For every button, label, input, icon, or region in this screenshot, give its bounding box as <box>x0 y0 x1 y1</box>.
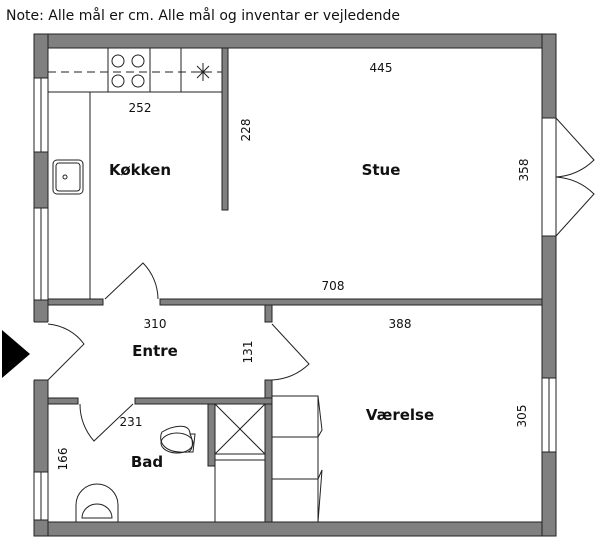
room-label-bath: Bad <box>131 453 163 471</box>
balcony-door <box>541 117 595 237</box>
dim-total-width: 708 <box>322 279 345 293</box>
room-label-living: Stue <box>362 161 401 179</box>
kitchen-counter <box>48 48 222 299</box>
dim-living-width: 445 <box>370 61 393 75</box>
dim-entry-depth: 131 <box>241 341 255 364</box>
stove-icon <box>111 54 145 88</box>
dim-bath-width: 231 <box>120 415 143 429</box>
washbasin-icon <box>75 483 119 522</box>
interior-walls <box>47 47 543 523</box>
room-label-bedroom: Værelse <box>366 406 434 424</box>
dim-living-depth: 358 <box>517 159 531 182</box>
fridge-light-icon <box>194 63 212 81</box>
dim-entry-width: 310 <box>144 317 167 331</box>
wardrobe <box>271 395 323 523</box>
sink-icon <box>52 159 84 195</box>
outer-walls <box>33 33 557 537</box>
bath-fixtures <box>75 403 266 522</box>
entrance-arrow-icon <box>2 330 30 378</box>
dim-bath-depth: 166 <box>56 448 70 471</box>
toilet-icon <box>160 425 196 453</box>
dim-bedroom-depth: 305 <box>515 405 529 428</box>
room-label-kitchen: Køkken <box>109 161 171 179</box>
windows <box>33 77 557 521</box>
dim-kitchen-depth: 228 <box>239 119 253 142</box>
plan-note: Note: Alle mål er cm. Alle mål og invent… <box>6 8 401 24</box>
interior-doors <box>79 262 310 442</box>
dim-kitchen-width: 252 <box>129 101 152 115</box>
room-label-entry: Entre <box>132 342 178 360</box>
entrance-door <box>33 321 85 381</box>
dim-bedroom-width: 388 <box>389 317 412 331</box>
